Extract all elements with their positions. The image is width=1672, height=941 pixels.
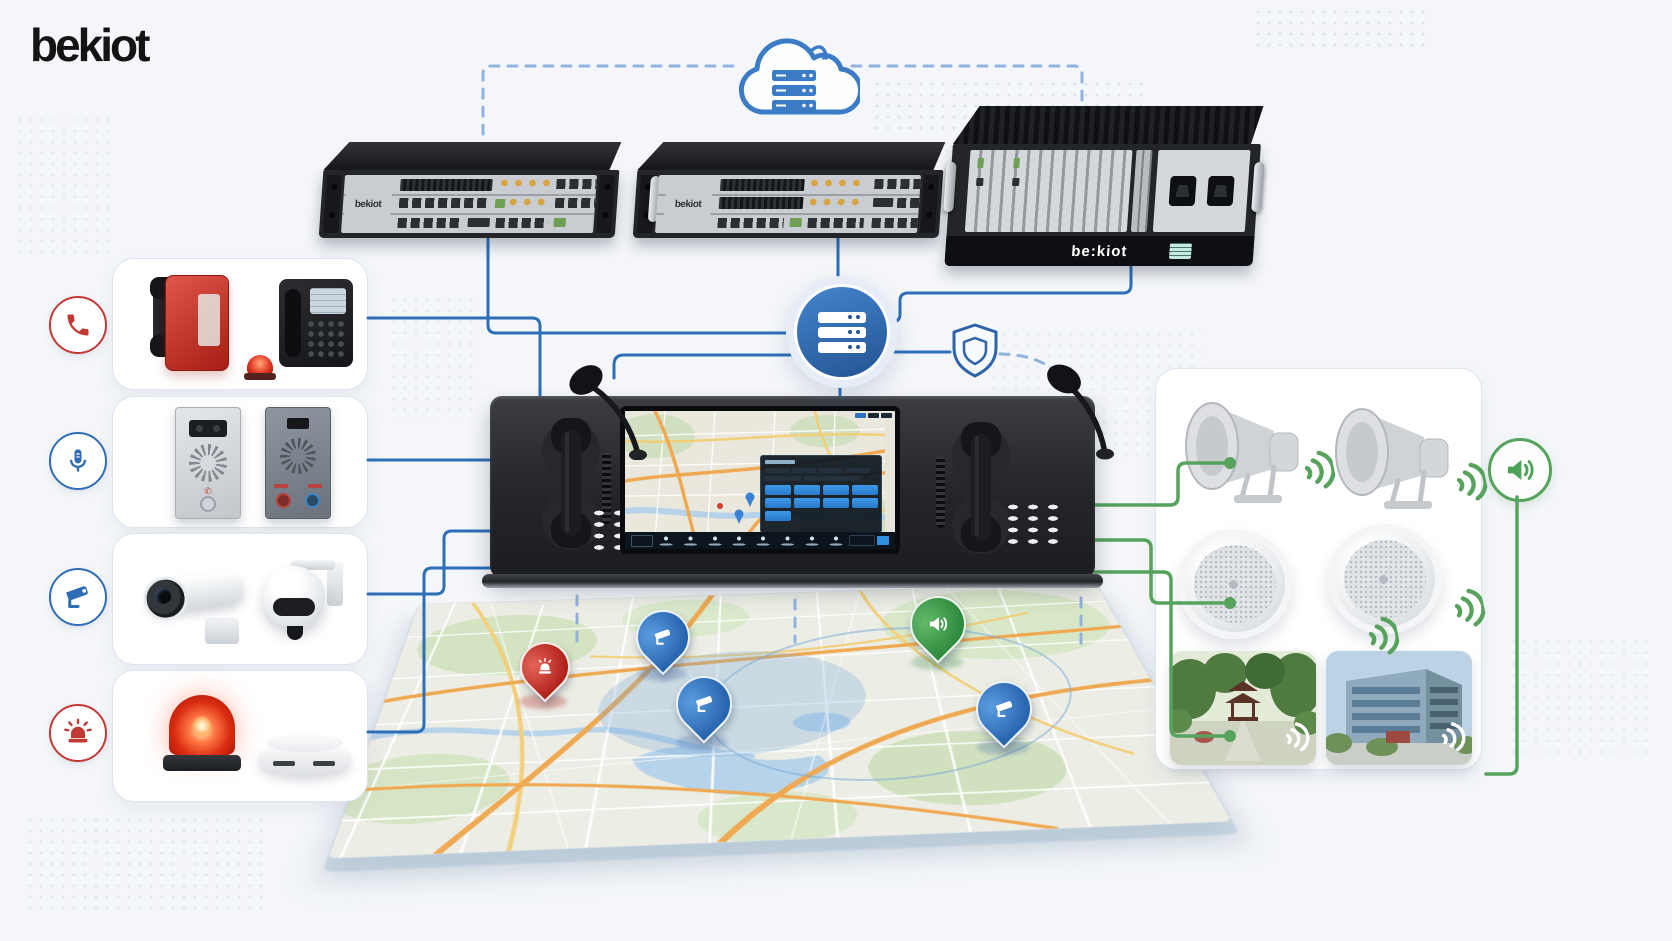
dispatch-dialog xyxy=(760,455,882,533)
rack-modules: bekiot xyxy=(655,175,921,233)
right-keypad xyxy=(1004,502,1066,548)
rack-modules: bekiot xyxy=(341,175,597,233)
rack-brand-label: bekiot xyxy=(663,177,713,231)
blade-cards xyxy=(965,150,1133,232)
rack-ear xyxy=(920,175,939,233)
rack-front-panel: bekiot xyxy=(319,170,620,238)
screen-toolbar xyxy=(625,532,895,549)
blade-cards xyxy=(1131,150,1153,232)
server-hub-icon xyxy=(786,276,898,388)
power-inlet xyxy=(1207,176,1235,206)
wire-endpoint-dots xyxy=(1224,457,1236,742)
rack-handle xyxy=(943,162,956,212)
shield-icon xyxy=(948,322,1002,380)
rack-brand-band: be:kiot xyxy=(944,236,1254,266)
power-inlet xyxy=(1169,176,1197,206)
rack-top-face xyxy=(323,142,621,170)
rack-front-panel: bekiot xyxy=(633,170,944,238)
rack-gateway-2: bekiot xyxy=(633,142,946,238)
rack-ear xyxy=(596,175,615,233)
status-display xyxy=(1169,243,1192,259)
right-handset xyxy=(958,422,1004,552)
left-gooseneck-mic xyxy=(540,330,650,460)
rack-front-panel: be:kiot xyxy=(944,144,1261,266)
rack-ear xyxy=(323,175,342,233)
rack-brand-label: bekiot xyxy=(343,177,393,231)
power-modules xyxy=(1153,150,1251,232)
rack-gateway-1: bekiot xyxy=(319,142,622,238)
dialog-fields xyxy=(765,468,877,481)
handset-cord xyxy=(936,456,945,528)
rack-chassis-4u: be:kiot xyxy=(944,106,1263,266)
dialog-buttons xyxy=(765,485,877,521)
console-touchscreen xyxy=(620,406,900,554)
screen-status-chips xyxy=(855,413,892,418)
right-gooseneck-mic xyxy=(1010,335,1120,460)
rack-top-face xyxy=(637,142,945,170)
dialog-title-bar xyxy=(765,460,795,464)
rack-top-face xyxy=(953,106,1264,144)
